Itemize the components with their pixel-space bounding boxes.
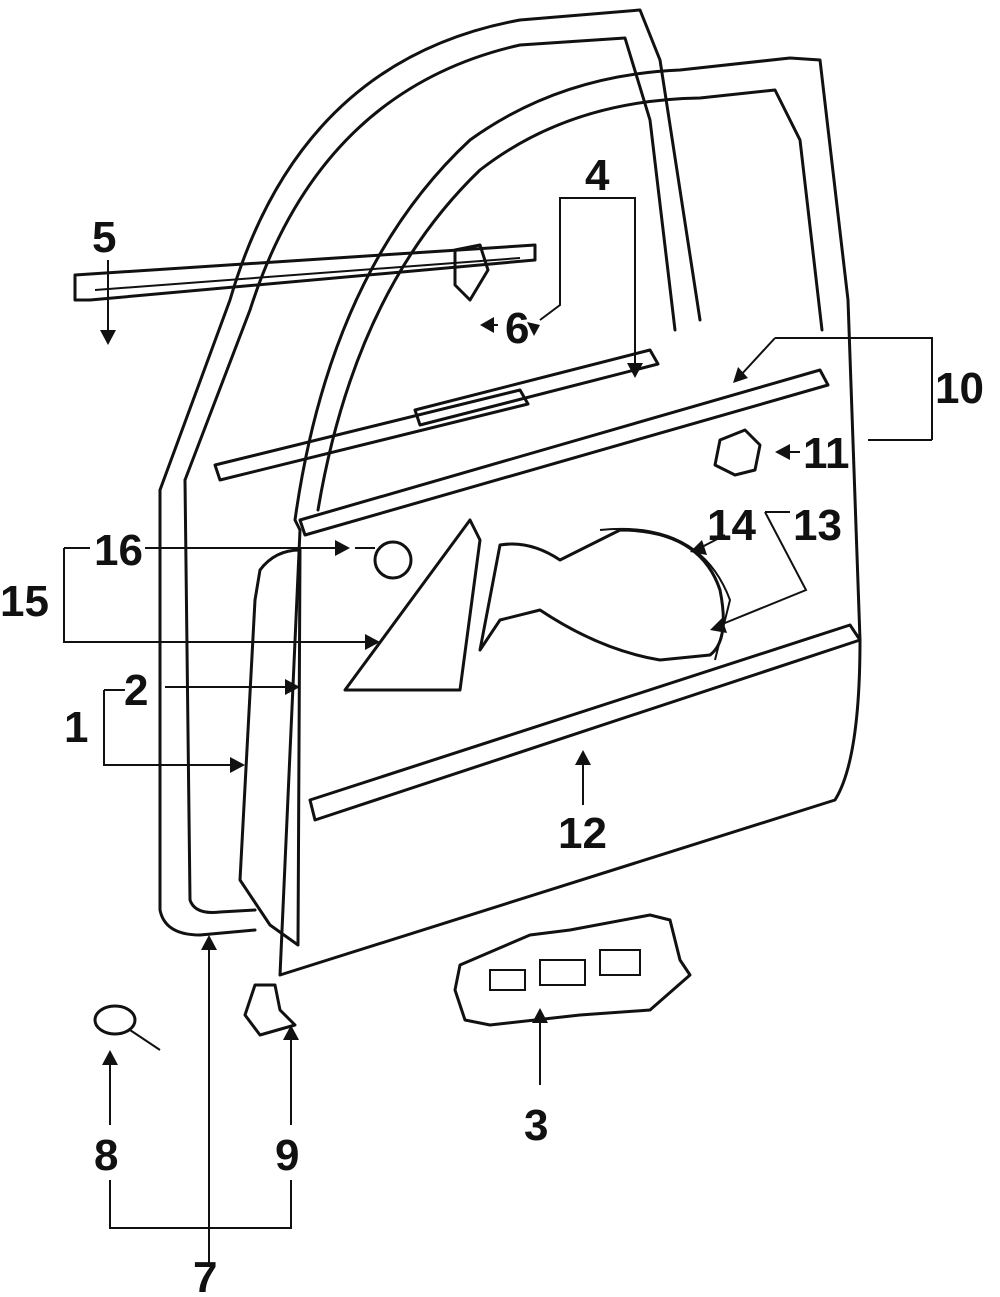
callout-4: 4 [585, 151, 610, 200]
retainer-clip [453, 243, 490, 302]
arrowheads [100, 317, 790, 1065]
callout-6: 6 [505, 304, 529, 353]
window-channel-strip [73, 243, 537, 302]
callout-15: 15 [0, 577, 49, 626]
callout-labels: 1 2 3 4 5 6 7 8 9 10 11 12 13 14 15 16 [0, 151, 984, 1297]
callout-14: 14 [707, 501, 756, 550]
callout-2: 2 [124, 666, 148, 715]
callout-7: 7 [193, 1253, 217, 1297]
weatherstrip-seal [158, 8, 702, 937]
callout-12: 12 [558, 809, 607, 858]
inner-trim-strip [213, 388, 530, 482]
bumper-stop [93, 1004, 161, 1051]
callout-8: 8 [94, 1131, 118, 1180]
door-inner-panel [238, 548, 302, 947]
mirror-corner-cover [343, 518, 482, 692]
belt-molding-inner [413, 348, 660, 427]
callout-16: 16 [94, 526, 143, 575]
callout-10: 10 [935, 364, 984, 413]
callout-13: 13 [793, 501, 842, 550]
door-shell [278, 56, 862, 977]
leader-lines [63, 197, 933, 1265]
mounting-clip [355, 540, 413, 580]
callout-1: 1 [64, 703, 88, 752]
door-check [243, 983, 297, 1037]
door-hinge [453, 913, 692, 1027]
outside-mirror [478, 527, 732, 662]
side-body-molding [308, 623, 862, 822]
belt-molding-outer [298, 368, 830, 537]
callout-9: 9 [275, 1131, 299, 1180]
door-lock-striker [713, 428, 762, 477]
callout-11: 11 [803, 429, 850, 478]
callout-3: 3 [524, 1101, 548, 1150]
callout-5: 5 [92, 213, 116, 262]
